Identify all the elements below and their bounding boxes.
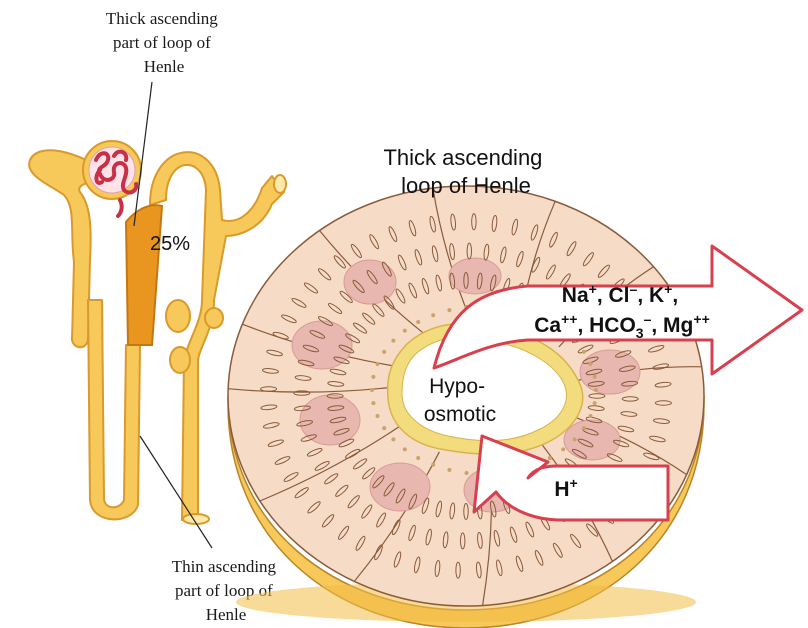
vesicle-dot xyxy=(371,375,375,379)
vesicle-dot xyxy=(391,339,395,343)
ion-text-part: – xyxy=(644,311,652,327)
ion-text-part: , HCO xyxy=(577,314,635,337)
vesicle-dot xyxy=(593,401,597,405)
vesicle-dot xyxy=(447,308,451,312)
reabsorbed-ions-line1: Na+, Cl–, K+, xyxy=(562,281,678,307)
ion-text-part: , Mg xyxy=(651,314,693,337)
thick-segment xyxy=(126,205,162,345)
tube-end xyxy=(274,175,286,193)
ion-text-part: – xyxy=(630,281,638,297)
ion-text-part: ++ xyxy=(561,311,577,327)
label-thick-ascending-part: Thick ascending part of loop of Henle xyxy=(106,9,222,76)
vesicle-dot xyxy=(582,350,586,354)
ion-text-part: ++ xyxy=(693,311,709,327)
vesicle-dot xyxy=(431,313,435,317)
vesicle-dot xyxy=(594,388,598,392)
ion-text-part: + xyxy=(589,281,597,297)
vesicle-dot xyxy=(376,362,380,366)
vesicle-dot xyxy=(589,414,593,418)
label-thin-ascending-part: Thin ascending part of loop of Henle xyxy=(172,557,281,624)
vesicle-dot xyxy=(403,447,407,451)
reabsorbed-ions-line2: Ca++, HCO3–, Mg++ xyxy=(534,311,710,341)
cross-section-title: Thick ascending loop of Henle xyxy=(383,145,548,198)
vesicle-dot xyxy=(589,362,593,366)
vesicle-dot xyxy=(548,456,552,460)
ion-text-part: + xyxy=(569,475,577,491)
vesicle-dot xyxy=(382,426,386,430)
vesicle-dot xyxy=(371,401,375,405)
vesicle-dot xyxy=(593,375,597,379)
ion-text-part: H xyxy=(554,478,569,501)
ion-text-part: , Cl xyxy=(597,284,630,307)
vesicle-dot xyxy=(561,447,565,451)
vesicle-dot xyxy=(465,471,469,475)
ion-text-part: , K xyxy=(637,284,664,307)
vesicle-dot xyxy=(416,456,420,460)
ion-text-part: Ca xyxy=(534,314,561,337)
ion-text-part: 3 xyxy=(636,325,644,341)
percent-label: 25% xyxy=(150,233,190,255)
vesicle-dot xyxy=(403,329,407,333)
vesicle-dot xyxy=(382,350,386,354)
ion-text-part: Na xyxy=(562,284,589,307)
ion-text-part: + xyxy=(664,281,672,297)
vesicle-dot xyxy=(431,463,435,467)
vesicle-dot xyxy=(573,437,577,441)
vesicle-dot xyxy=(391,437,395,441)
vesicle-dot xyxy=(582,426,586,430)
vesicle-dot xyxy=(416,320,420,324)
vesicle-dot xyxy=(370,388,374,392)
vesicle-dot xyxy=(447,468,451,472)
ion-text-part: , xyxy=(672,284,678,307)
leader-line-thin xyxy=(140,436,212,548)
vesicle-dot xyxy=(376,414,380,418)
